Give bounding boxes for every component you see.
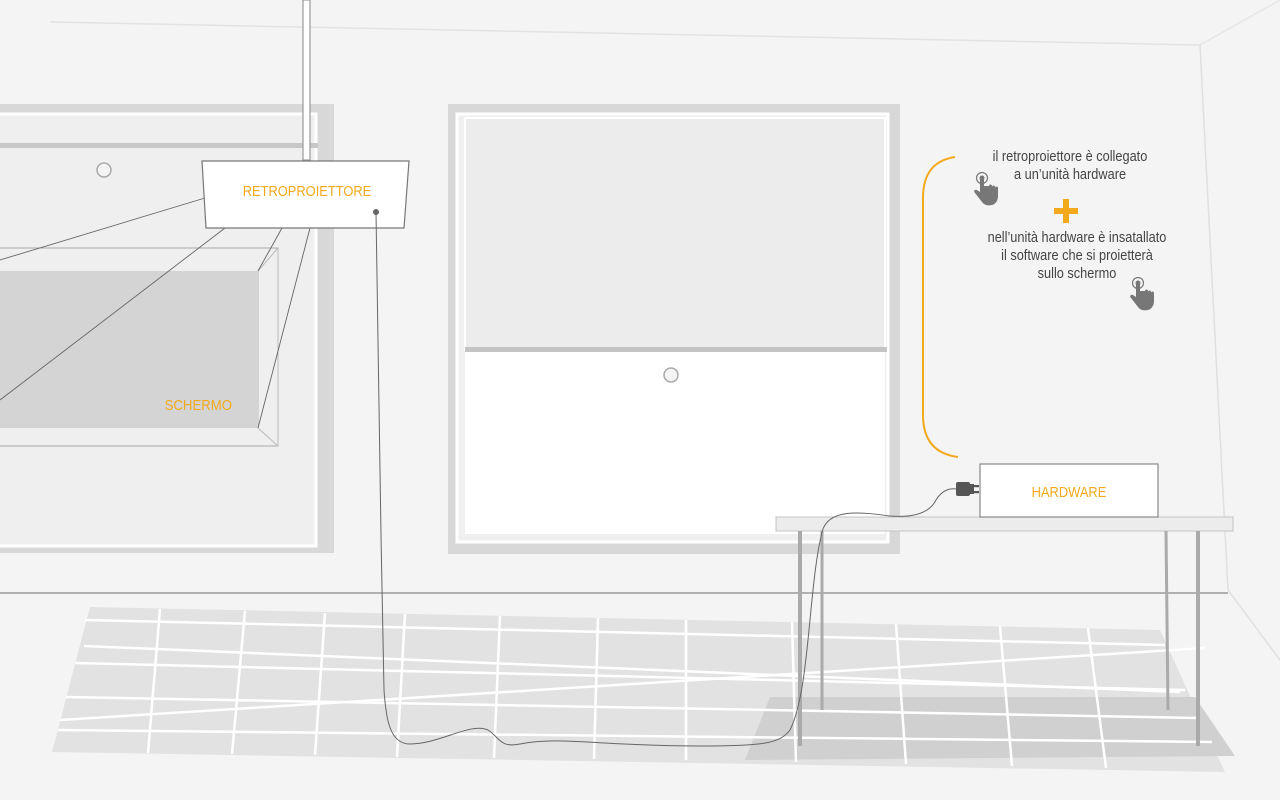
wall-corner xyxy=(1199,44,1229,591)
projection-screen xyxy=(0,246,279,448)
ceiling-edge xyxy=(49,21,1201,46)
corner-top xyxy=(1199,0,1280,46)
projector-box xyxy=(201,160,410,229)
power-plug-icon xyxy=(956,482,979,496)
hand-tap-icon xyxy=(974,172,998,206)
info-bracket xyxy=(922,156,959,458)
ceiling-pole xyxy=(302,0,311,161)
cable xyxy=(375,211,957,747)
hardware-box xyxy=(979,463,1159,518)
hand-tap-icon-2 xyxy=(1130,277,1154,311)
info-line-2b: il software che si proietterà xyxy=(1001,248,1153,264)
info-text-2: nell’unità hardware è insatallato il sof… xyxy=(949,229,1204,283)
corner-floor xyxy=(1227,589,1280,661)
floor xyxy=(52,607,1235,772)
info-line-2c: sullo schermo xyxy=(1037,266,1117,282)
screen-label: SCHERMO xyxy=(165,396,232,413)
info-text-1: il retroproiettore è collegato a un’unit… xyxy=(956,148,1185,184)
info-line-2a: nell’unità hardware è insatallato xyxy=(987,230,1167,246)
projector-label: RETROPROIETTORE xyxy=(243,182,372,199)
info-line-1a: il retroproiettore è collegato xyxy=(992,149,1148,165)
info-line-1b: a un’unità hardware xyxy=(1013,167,1127,183)
projection-beams xyxy=(0,197,311,429)
hardware-label: HARDWARE xyxy=(1032,483,1107,500)
plus-icon xyxy=(1054,199,1078,223)
middle-window xyxy=(448,104,900,554)
